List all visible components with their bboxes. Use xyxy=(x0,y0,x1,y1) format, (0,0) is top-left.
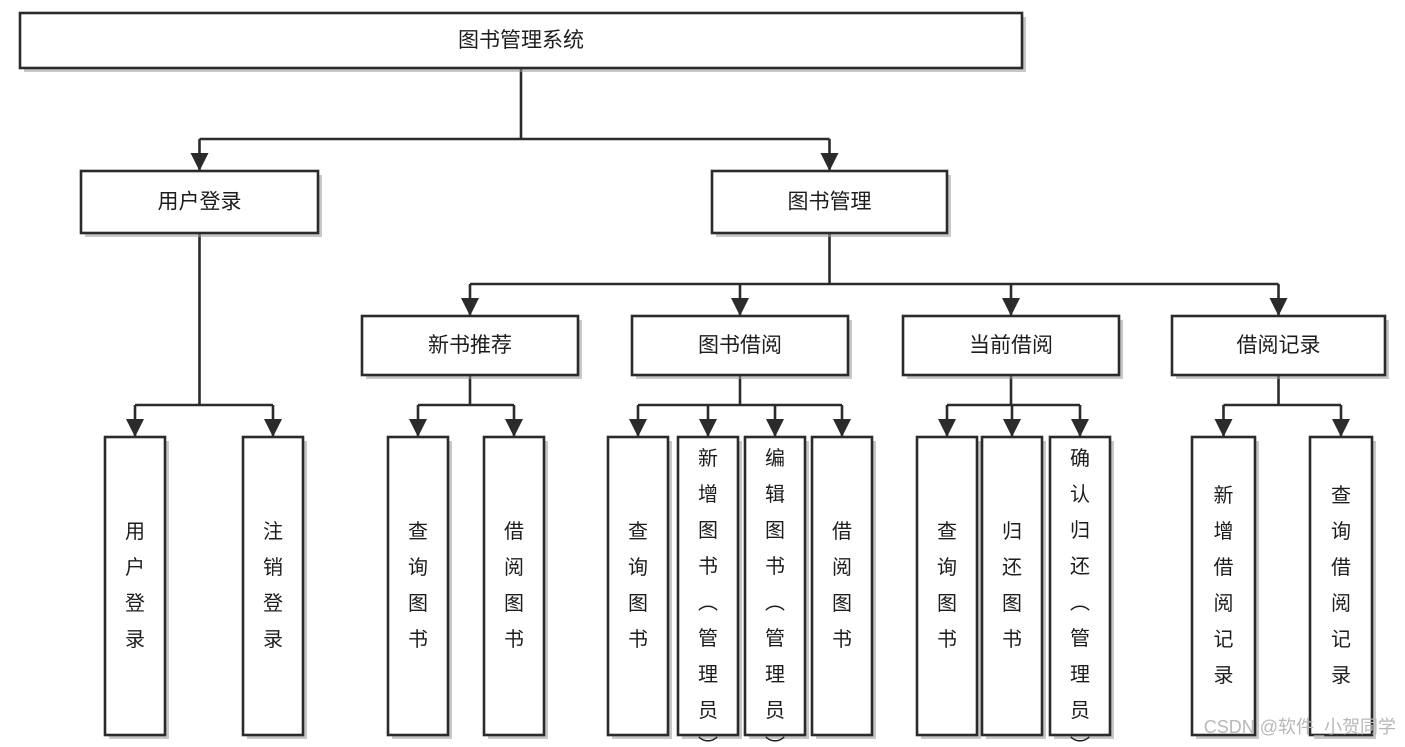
node-label: 借阅图书 xyxy=(504,520,524,651)
node-user-login[interactable]: 用户登录 xyxy=(79,169,322,237)
arrow-head-icon xyxy=(1269,298,1288,316)
node-label: 当前借阅 xyxy=(969,334,1053,357)
arrow-head-icon xyxy=(190,153,209,171)
node-rect[interactable] xyxy=(1190,435,1257,737)
node-label: 图书管理 xyxy=(788,191,872,214)
arrow-head-icon xyxy=(1332,419,1350,437)
node-rect[interactable] xyxy=(103,435,167,737)
arrow-head-icon xyxy=(461,298,479,316)
node-label: 新增图书︵管理员︶ xyxy=(698,447,718,747)
arrow-head-icon xyxy=(699,419,717,437)
node-leaf-borrow-book-2[interactable]: 借阅图书 xyxy=(810,435,876,739)
node-label: 图书管理系统 xyxy=(458,29,584,52)
arrow-head-icon xyxy=(1003,419,1021,437)
arrow-head-icon xyxy=(1002,298,1020,316)
node-rect[interactable] xyxy=(676,435,740,737)
node-rect[interactable] xyxy=(386,435,450,737)
node-label: 图书借阅 xyxy=(698,334,782,357)
node-rect[interactable] xyxy=(710,169,949,235)
nodes-layer: 图书管理系统用户登录图书管理新书推荐图书借阅当前借阅借阅记录用户登录注销登录查询… xyxy=(18,11,1389,747)
node-rect[interactable] xyxy=(482,435,546,737)
node-rect[interactable] xyxy=(1308,435,1374,737)
node-leaf-add-book[interactable]: 新增图书︵管理员︶ xyxy=(676,435,742,747)
arrow-head-icon xyxy=(938,419,956,437)
node-leaf-edit-book[interactable]: 编辑图书︵管理员︶ xyxy=(743,435,809,747)
node-leaf-query-record[interactable]: 查询借阅记录 xyxy=(1308,435,1376,739)
node-label: 注销登录 xyxy=(263,520,283,651)
arrow-head-icon xyxy=(820,153,839,171)
node-rect[interactable] xyxy=(606,435,670,737)
arrow-head-icon xyxy=(505,419,523,437)
node-leaf-user-login[interactable]: 用户登录 xyxy=(103,435,169,739)
node-book-borrow[interactable]: 图书借阅 xyxy=(630,314,852,379)
node-label: 归还图书 xyxy=(1002,520,1022,651)
node-label: 查询借阅记录 xyxy=(1331,484,1351,687)
node-rect[interactable] xyxy=(810,435,874,737)
node-borrow-record[interactable]: 借阅记录 xyxy=(1170,314,1389,379)
node-leaf-return-book[interactable]: 归还图书 xyxy=(980,435,1046,739)
node-rect[interactable] xyxy=(980,435,1044,737)
node-new-book-recommend[interactable]: 新书推荐 xyxy=(360,314,582,379)
node-label: 确认归还︵管理员︶ xyxy=(1070,447,1090,747)
node-leaf-borrow-book-1[interactable]: 借阅图书 xyxy=(482,435,548,739)
node-rect[interactable] xyxy=(901,314,1121,377)
node-leaf-query-book-3[interactable]: 查询图书 xyxy=(915,435,981,739)
node-rect[interactable] xyxy=(79,169,320,235)
node-rect[interactable] xyxy=(360,314,580,377)
arrow-head-icon xyxy=(264,419,282,437)
node-label: 新增借阅记录 xyxy=(1214,484,1234,687)
node-label: 借阅图书 xyxy=(832,520,852,651)
node-leaf-query-book-2[interactable]: 查询图书 xyxy=(606,435,672,739)
node-label: 用户登录 xyxy=(125,521,145,651)
node-label: 查询图书 xyxy=(408,520,428,651)
node-leaf-query-book-1[interactable]: 查询图书 xyxy=(386,435,452,739)
node-rect[interactable] xyxy=(915,435,979,737)
node-rect[interactable] xyxy=(630,314,850,377)
arrow-head-icon xyxy=(1214,419,1233,437)
node-current-borrow[interactable]: 当前借阅 xyxy=(901,314,1123,379)
arrow-head-icon xyxy=(1071,419,1089,437)
arrow-head-icon xyxy=(629,419,647,437)
node-label: 查询图书 xyxy=(628,520,648,651)
node-leaf-logout[interactable]: 注销登录 xyxy=(241,435,307,739)
node-label: 新书推荐 xyxy=(428,334,512,357)
edges-layer xyxy=(126,68,1350,437)
node-label: 编辑图书︵管理员︶ xyxy=(765,447,785,747)
node-leaf-confirm-return[interactable]: 确认归还︵管理员︶ xyxy=(1048,435,1114,747)
node-rect[interactable] xyxy=(743,435,807,737)
node-label: 借阅记录 xyxy=(1237,334,1321,357)
node-rect[interactable] xyxy=(241,435,305,737)
node-rect[interactable] xyxy=(1048,435,1112,737)
node-root-图书管理系统[interactable]: 图书管理系统 xyxy=(18,11,1026,72)
node-rect[interactable] xyxy=(1170,314,1387,377)
node-rect[interactable] xyxy=(18,11,1024,70)
node-label: 查询图书 xyxy=(937,520,957,651)
node-label: 用户登录 xyxy=(158,191,242,214)
arrow-head-icon xyxy=(766,419,784,437)
node-leaf-add-record[interactable]: 新增借阅记录 xyxy=(1190,435,1259,739)
arrow-head-icon xyxy=(126,419,144,437)
csdn-watermark: CSDN @软件_小贺同学 xyxy=(1204,717,1396,738)
arrow-head-icon xyxy=(731,298,749,316)
node-book-manage[interactable]: 图书管理 xyxy=(710,169,951,237)
arrow-head-icon xyxy=(833,419,851,437)
arrow-head-icon xyxy=(409,419,427,437)
